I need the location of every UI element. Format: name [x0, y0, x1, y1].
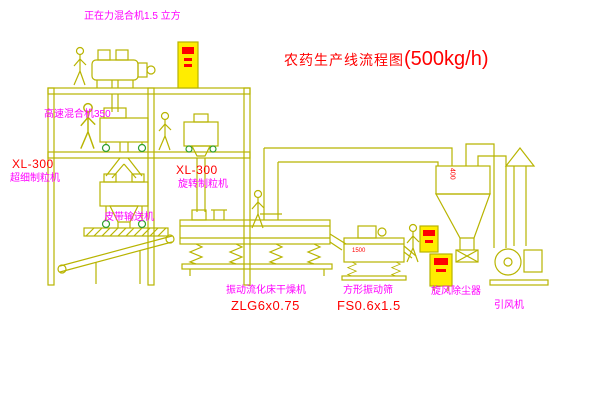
label-granulator-left-model: XL-300: [12, 157, 54, 171]
label-screen-dim: 1500: [352, 248, 366, 254]
diagram-title: 农药生产线流程图 (500kg/h): [284, 48, 489, 71]
label-horizontal-mixer: 正在力混合机1.5 立方: [84, 11, 181, 22]
fluid-bed-dryer: [179, 209, 347, 276]
mixer-feed-pipe: [111, 94, 119, 112]
y-chute: [105, 157, 143, 179]
diagram-title-capacity: (500kg/h): [404, 48, 489, 70]
diagram-title-text: 农药生产线流程图: [284, 52, 404, 68]
induced-draft-fan: [489, 248, 549, 286]
label-cyclone-name: 旋风除尘器: [431, 286, 481, 297]
vibrating-screen: [341, 225, 417, 281]
exhaust-duct: [260, 147, 453, 220]
label-screen-name: 方形振动筛: [343, 285, 393, 296]
label-granulator-right-name: 旋转制粒机: [178, 179, 228, 190]
label-granulator-right-model: XL-300: [176, 163, 218, 177]
granulator-right: [183, 113, 219, 157]
label-granulator-left-name: 超细制粒机: [10, 173, 60, 184]
control-cabinet: [419, 225, 439, 253]
building-frame: [47, 87, 251, 286]
exhaust-stack: [504, 147, 536, 246]
cyclone-outlet-duct: [465, 143, 507, 248]
cyclone-separator: [434, 165, 491, 263]
label-fan-name: 引风机: [494, 300, 524, 311]
label-dryer-model: ZLG6x0.75: [231, 298, 300, 313]
control-cabinet: [429, 253, 453, 291]
belt-conveyor: [57, 234, 175, 284]
granulator-left: [99, 173, 149, 229]
label-dryer-name: 振动流化床干燥机: [226, 285, 306, 296]
high-speed-mixer: [99, 107, 149, 153]
label-belt-conveyor: 皮带输送机: [104, 212, 154, 223]
label-high-speed-mixer: 高速混合机350: [44, 109, 111, 120]
foundation-slab: [83, 227, 169, 237]
granulator-drop-pipe: [196, 158, 206, 212]
label-screen-model: FS0.6x1.5: [337, 298, 401, 313]
horizontal-mixer: [91, 49, 156, 88]
control-cabinet: [177, 41, 199, 89]
label-cyclone-dim: 400: [448, 168, 456, 180]
